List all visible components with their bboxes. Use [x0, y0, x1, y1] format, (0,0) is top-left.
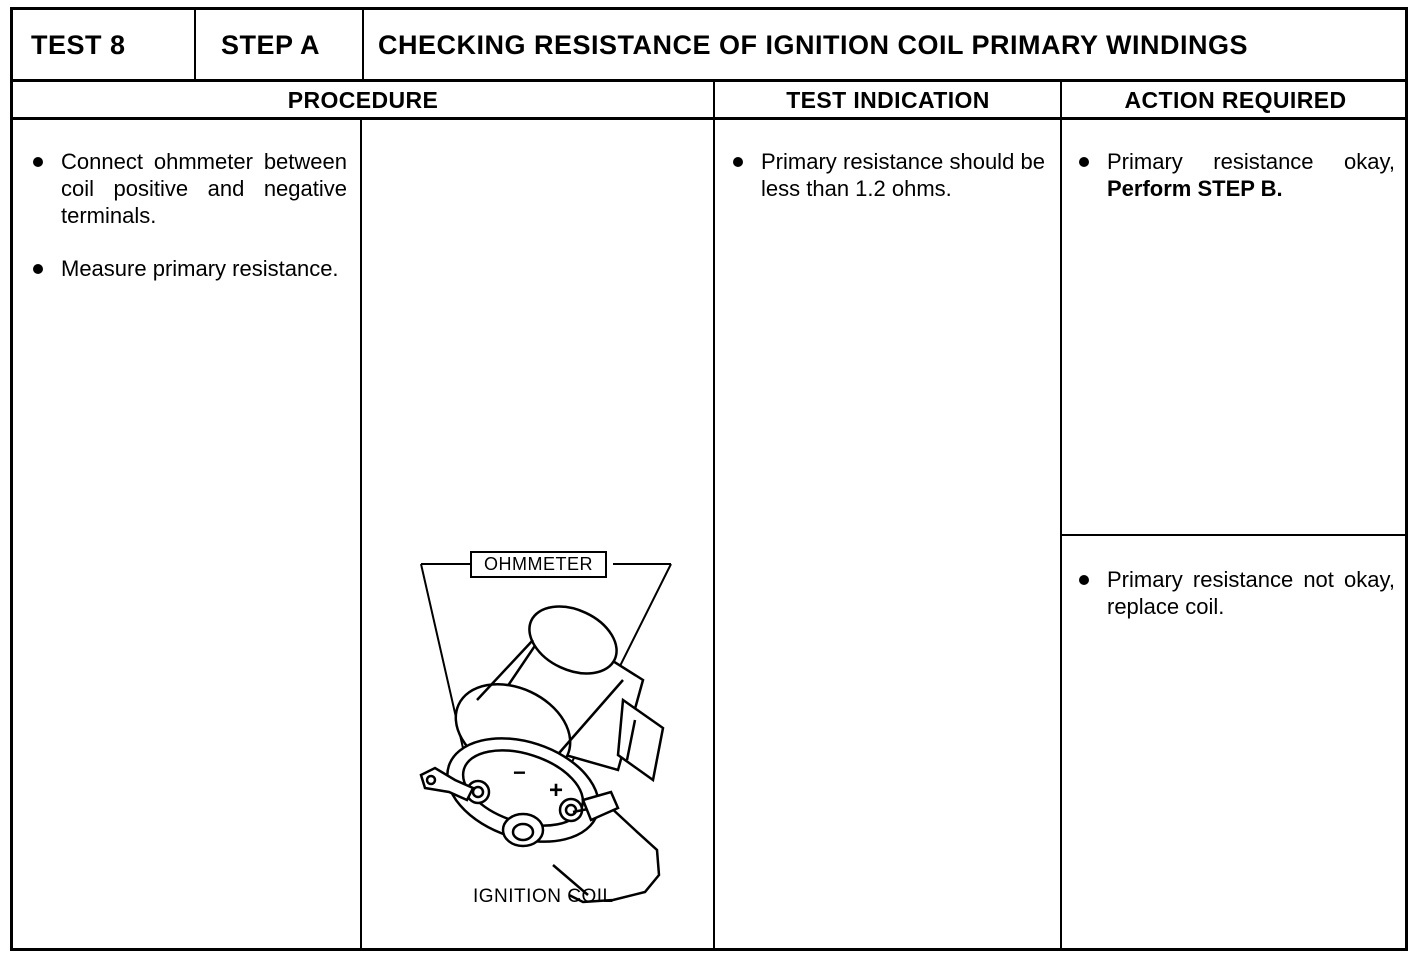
procedure-divider — [360, 118, 362, 950]
action-ok: Primary resistance okay, Perform STEP B. — [1073, 148, 1395, 202]
column-header-rule — [13, 117, 1405, 120]
ohmmeter-label: OHMMETER — [470, 551, 607, 578]
action-split-rule — [1061, 534, 1407, 536]
plus-terminal-mark: + — [549, 777, 563, 804]
column-header-test-indication: TEST INDICATION — [786, 86, 990, 113]
action-divider — [1060, 82, 1062, 950]
test-number: TEST 8 — [31, 29, 126, 60]
procedure-step: Measure primary resistance. — [27, 255, 347, 282]
test-title: CHECKING RESISTANCE OF IGNITION COIL PRI… — [378, 29, 1249, 60]
procedure-step: Connect ohmmeter between coil positive a… — [27, 148, 347, 229]
perform-step-b: Perform STEP B. — [1107, 176, 1283, 201]
ignition-coil-illustration: − + — [419, 563, 672, 904]
coil-body — [446, 605, 665, 848]
header-bottom-rule — [13, 79, 1405, 82]
minus-terminal-mark: − — [513, 760, 526, 785]
header-divider-2 — [362, 10, 364, 80]
action-ok-item: Primary resistance okay, Perform STEP B. — [1073, 148, 1395, 202]
indication-item: Primary resistance should be less than 1… — [727, 148, 1045, 202]
action-not-ok: Primary resistance not okay, replace coi… — [1073, 566, 1395, 620]
indication-divider — [713, 82, 715, 950]
procedure-steps: Connect ohmmeter between coil positive a… — [27, 148, 347, 282]
action-not-ok-item: Primary resistance not okay, replace coi… — [1073, 566, 1395, 620]
step-label: STEP A — [221, 29, 321, 60]
test-indication-text: Primary resistance should be less than 1… — [727, 148, 1045, 202]
ohmmeter-probes — [419, 766, 661, 904]
ignition-coil-caption: IGNITION COIL — [473, 886, 614, 907]
action-ok-text: Primary resistance okay, — [1107, 149, 1395, 174]
column-header-procedure: PROCEDURE — [287, 86, 439, 113]
header-divider-1 — [194, 10, 196, 80]
column-header-action-required: ACTION REQUIRED — [1124, 86, 1347, 113]
test-table: TEST 8 STEP A CHECKING RESISTANCE OF IGN… — [10, 7, 1408, 951]
